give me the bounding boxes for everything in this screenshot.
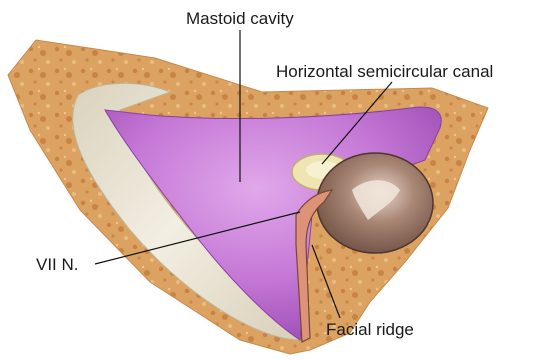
label-vii-nerve: VII N. — [36, 255, 79, 274]
label-horizontal-canal: Horizontal semicircular canal — [276, 62, 493, 81]
label-mastoid-cavity: Mastoid cavity — [186, 9, 294, 28]
label-facial-ridge: Facial ridge — [326, 320, 414, 339]
